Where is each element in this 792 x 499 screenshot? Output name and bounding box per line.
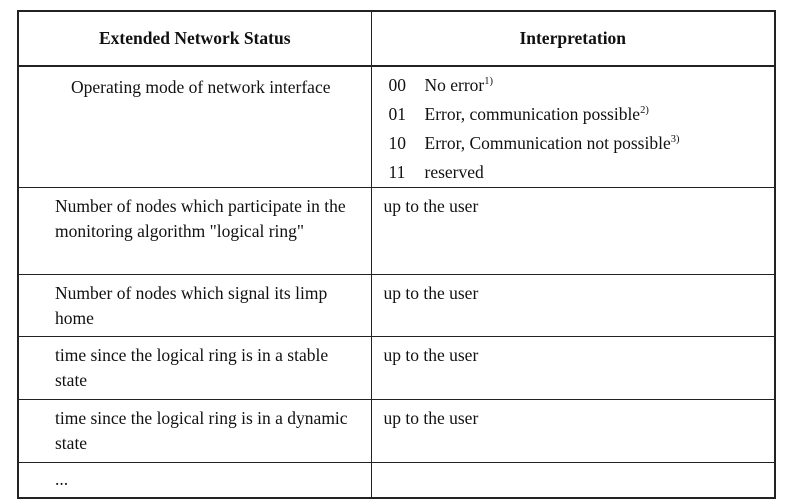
code-meaning: Error, communication possible — [424, 104, 641, 124]
header-status: Extended Network Status — [17, 10, 372, 67]
status-description: time since the logical ring is in a dyna… — [55, 408, 348, 453]
footnote-ref: 2) — [640, 105, 649, 116]
code-value: 11 — [388, 162, 406, 182]
status-cell: Number of nodes which participate in the… — [17, 187, 372, 275]
interpretation-text: up to the user — [383, 196, 479, 216]
code-meaning: reserved — [424, 162, 484, 182]
code-value: 10 — [388, 133, 407, 153]
footnote-ref: 3) — [670, 134, 680, 145]
status-cell: time since the logical ring is in a stab… — [17, 336, 372, 400]
interpretation-cell: up to the user — [370, 187, 776, 275]
code-row: 01 Error, communication possible2) — [389, 100, 775, 129]
status-description: Number of nodes which signal its limp ho… — [55, 283, 328, 328]
code-meaning: Error, Communication not possible — [424, 133, 671, 153]
code-value: 01 — [388, 104, 407, 124]
operating-mode-text: Operating mode of network interface — [71, 77, 331, 97]
operating-mode-description: Operating mode of network interface — [19, 67, 371, 100]
status-description: Number of nodes which participate in the… — [55, 196, 346, 241]
operating-mode-codes-cell: 00 No error1) 01 Error, communication poss… — [370, 65, 776, 188]
code-row: 10 Error, Communication not possible3) — [389, 129, 775, 158]
table-row: time since the logical ring is in a dyna… — [17, 399, 776, 463]
code-meaning: No error — [424, 75, 485, 95]
interpretation-cell: up to the user — [370, 274, 776, 337]
table-row-operating-mode: Operating mode of network interface 00 No… — [17, 65, 776, 188]
table-row-ellipsis: ... — [17, 462, 776, 499]
interpretation-text: up to the user — [383, 283, 479, 303]
empty-cell — [370, 462, 776, 499]
footnote-ref: 1) — [484, 76, 494, 87]
ellipsis-text: ... — [55, 469, 69, 489]
code-row: 11 reserved — [389, 158, 775, 187]
header-interpretation: Interpretation — [370, 10, 776, 67]
table-row: Number of nodes which signal its limp ho… — [17, 274, 776, 337]
status-description: time since the logical ring is in a stab… — [55, 345, 329, 390]
interpretation-text: up to the user — [383, 408, 479, 428]
network-status-table: Extended Network Status Interpretation O… — [17, 10, 776, 499]
operating-mode-cell: Operating mode of network interface — [17, 65, 372, 188]
interpretation-cell: up to the user — [370, 336, 776, 400]
code-value: 00 — [388, 75, 407, 95]
table-row: Number of nodes which participate in the… — [17, 187, 776, 275]
status-cell: Number of nodes which signal its limp ho… — [17, 274, 372, 337]
status-cell: time since the logical ring is in a dyna… — [17, 399, 372, 463]
interpretation-cell: up to the user — [370, 399, 776, 463]
code-list: 00 No error1) 01 Error, communication poss… — [372, 67, 775, 187]
interpretation-text: up to the user — [383, 345, 479, 365]
header-row: Extended Network Status Interpretation — [17, 10, 776, 67]
code-row: 00 No error1) — [389, 71, 775, 100]
table-row: time since the logical ring is in a stab… — [17, 336, 776, 400]
